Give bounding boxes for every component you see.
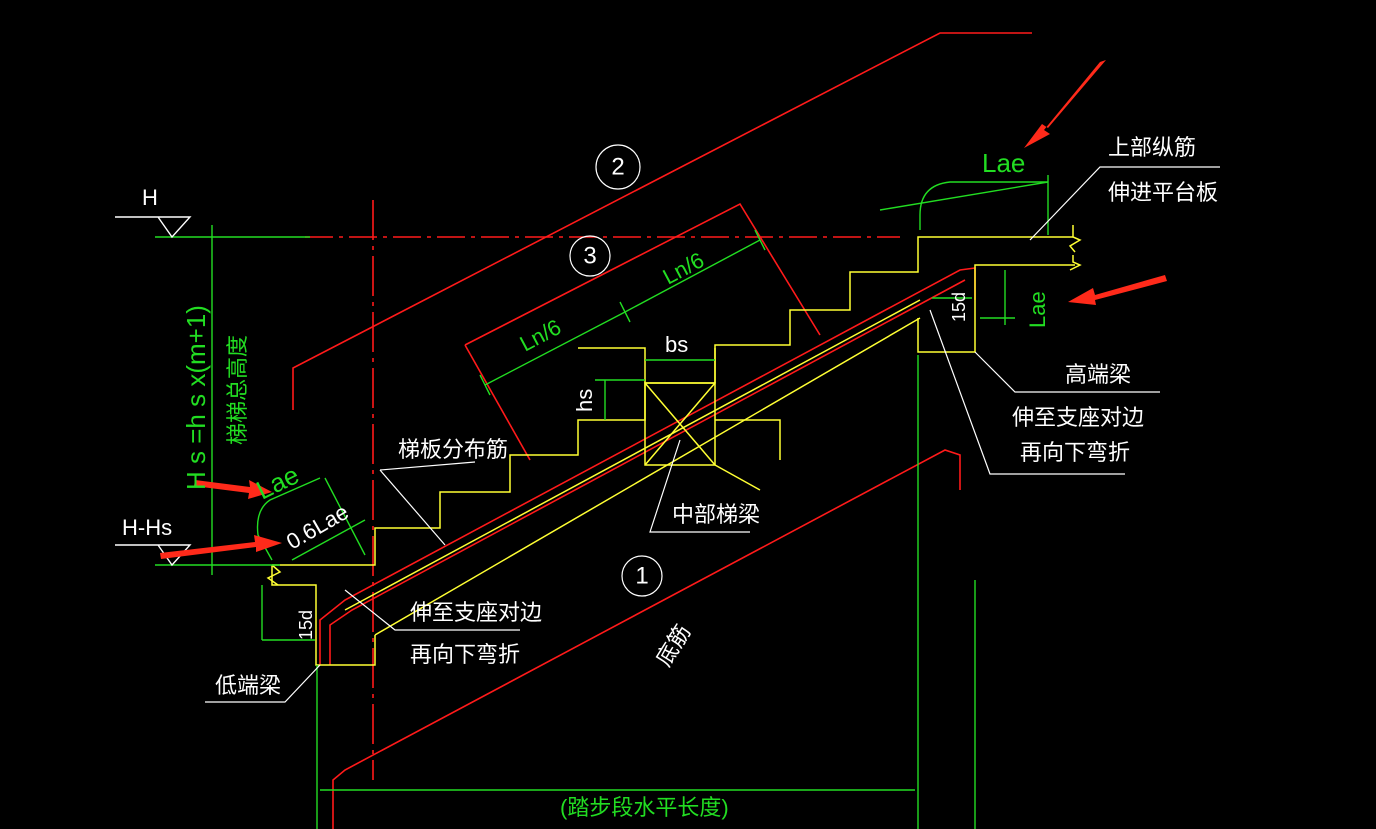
label-ln6-right: Ln/6 [659, 247, 709, 289]
label-H: H [142, 185, 158, 210]
slab-soffit-2 [344, 299, 921, 611]
break-top-right-2 [1069, 255, 1082, 271]
label-hs-formula: H s =h s x(m+1) [181, 305, 211, 490]
label-hs: hs [572, 389, 597, 412]
label-bs: bs [665, 332, 688, 357]
leader-low-beam [205, 664, 321, 703]
label-ln6-left: Ln/6 [516, 314, 566, 356]
main-rebar-lower [329, 279, 966, 665]
label-upper-rebar-2: 伸进平台板 [1108, 180, 1218, 205]
arrow-to-06lae [160, 535, 282, 559]
rebar-3-left-edge [464, 344, 531, 461]
red-arrows [160, 60, 1167, 559]
leader-upper-rebar [1029, 166, 1220, 241]
leader-extend-bot [344, 589, 520, 631]
circle-marker-2 [595, 144, 641, 190]
leader-slab-dist [379, 461, 476, 471]
label-high-beam: 高端梁 [1065, 362, 1131, 387]
label-lae-vertical: Lae [1025, 291, 1050, 328]
lae-low-hook [256, 477, 321, 561]
arrow-to-lae-vertical [1068, 275, 1167, 305]
arrow-to-lae-low [194, 480, 272, 499]
mid-beam-right-slab [715, 419, 781, 460]
leader-extend-top [929, 309, 1125, 475]
low-beam-outline [271, 565, 376, 666]
break-low [266, 564, 282, 586]
dim-ln6-right [624, 239, 761, 313]
leader-high-beam [974, 351, 1160, 393]
label-H-Hs: H-Hs [122, 515, 172, 540]
lae-top-hook [919, 181, 1048, 230]
circle-marker-3 [569, 235, 611, 277]
break-top-right [1068, 225, 1082, 253]
label-lae-low: Lae [251, 459, 303, 505]
label-upper-rebar-1: 上部纵筋 [1108, 135, 1196, 160]
mid-beam-left [578, 347, 646, 383]
circle-num-3: 3 [583, 242, 596, 269]
rebar-1-bottom [332, 449, 961, 829]
label-mid-beam: 中部梯梁 [672, 502, 760, 527]
red-linework [292, 32, 1032, 829]
label-extend-top-1: 伸至支座对边 [1012, 405, 1144, 430]
label-extend-top-2: 再向下弯折 [1020, 440, 1130, 465]
label-lae-top: Lae [982, 148, 1025, 178]
slab-soffit [374, 317, 921, 636]
mid-beam-box [644, 382, 716, 466]
arrow-to-lae-top [1024, 60, 1106, 148]
label-stair-height: 梯梯总高度 [225, 335, 250, 445]
yellow-linework [266, 225, 1082, 666]
leader-mid-beam [649, 439, 750, 533]
circle-num-2: 2 [611, 153, 624, 180]
label-15d-bottom: 15d [296, 610, 316, 640]
rebar-2-outline [292, 32, 1032, 410]
label-low-beam: 低端梁 [215, 673, 281, 698]
circle-num-1: 1 [635, 562, 648, 589]
label-slab-dist: 梯板分布筋 [398, 437, 508, 462]
label-15d-top: 15d [949, 292, 969, 322]
dim-ln6-left [484, 311, 626, 386]
label-extend-bot-1: 伸至支座对边 [410, 600, 542, 625]
level-marker-H [115, 216, 192, 239]
high-beam-outline [917, 264, 1075, 353]
circle-marker-1 [621, 555, 663, 597]
label-tread-length: (踏步段水平长度) [560, 795, 729, 820]
label-extend-bot-2: 再向下弯折 [410, 642, 520, 667]
mid-beam-right-slab-2 [714, 464, 761, 491]
green-linework [115, 175, 1049, 829]
text-labels: H H-Hs H s =h s x(m+1) 梯梯总高度 Lae Lae Lae… [122, 135, 1218, 820]
label-bottom-rebar: 底筋 [651, 620, 696, 671]
white-leaders [205, 144, 1220, 703]
rebar-3-outline [464, 202, 821, 346]
